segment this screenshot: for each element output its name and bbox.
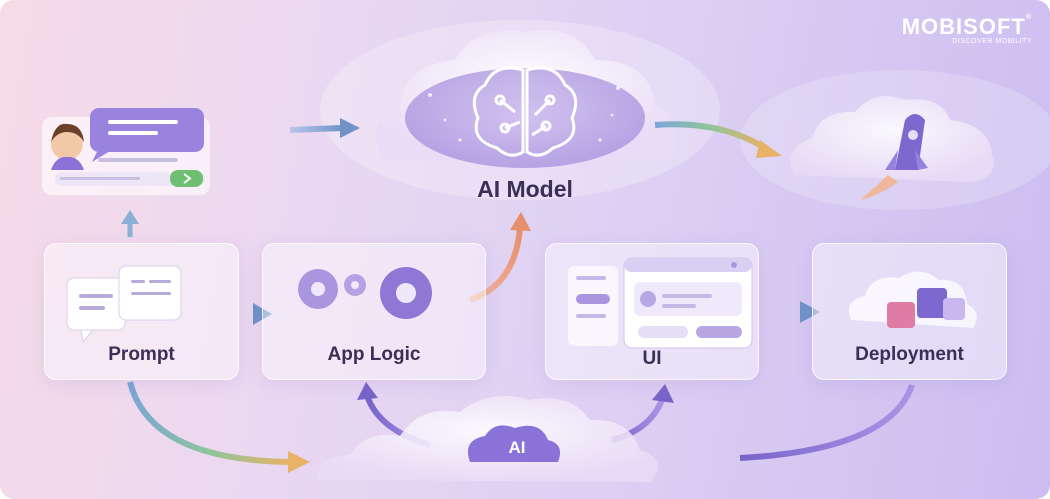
deployment-label: Deployment <box>855 344 964 365</box>
brain-icon <box>472 66 578 157</box>
brand-name: MOBISOFT <box>901 14 1026 39</box>
brand-registered-mark: ® <box>1025 14 1032 21</box>
ui-label: UI <box>642 348 662 369</box>
browser-window-icon <box>568 257 753 349</box>
ai-cloud <box>318 396 658 482</box>
brand-tagline: DISCOVER MOBILITY <box>952 38 1032 45</box>
gears-icon <box>298 267 432 319</box>
ai-cloud-icon <box>467 425 561 462</box>
app-logic-label: App Logic <box>327 344 421 365</box>
cubes-icon <box>848 271 977 328</box>
brand-logo: MOBISOFT® DISCOVER MOBILITY <box>902 14 1032 45</box>
user-avatar-icon <box>51 128 83 160</box>
rocket-cloud <box>790 96 994 200</box>
ai-badge-label: AI <box>508 438 526 457</box>
chat-window-illustration <box>42 108 210 195</box>
deployment-card[interactable]: Deployment <box>812 243 1007 380</box>
prompt-card[interactable]: Prompt <box>44 243 239 380</box>
app-logic-card[interactable]: App Logic <box>262 243 486 380</box>
ui-card[interactable]: UI <box>545 243 759 380</box>
document-icon <box>66 265 182 344</box>
prompt-label: Prompt <box>108 344 175 365</box>
ai-model-label: AI Model <box>477 176 573 202</box>
send-icon <box>170 170 203 187</box>
